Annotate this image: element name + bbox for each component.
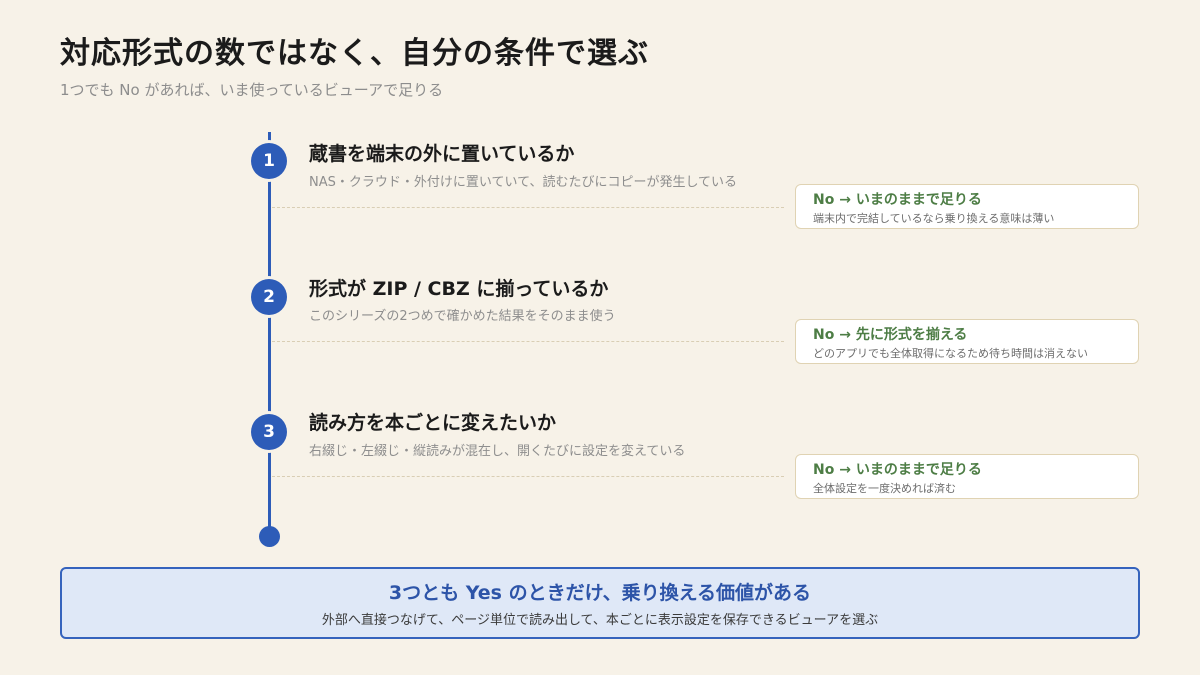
step-title: 蔵書を端末の外に置いているか bbox=[309, 143, 575, 165]
answer-card: No → 先に形式を揃える どのアプリでも全体取得になるため待ち時間は消えない bbox=[795, 319, 1139, 364]
conclusion-box: 3つとも Yes のときだけ、乗り換える価値がある 外部へ直接つなげて、ページ単… bbox=[60, 567, 1140, 639]
step-3: 3 読み方を本ごとに変えたいか 右綴じ・左綴じ・縦読みが混在し、開くたびに設定を… bbox=[0, 0, 1200, 499]
step-number-badge: 2 bbox=[251, 279, 287, 315]
conclusion-note: 外部へ直接つなげて、ページ単位で読み出して、本ごとに表示設定を保存できるビューア… bbox=[321, 613, 879, 628]
step-description: NAS・クラウド・外付けに置いていて、読むたびにコピーが発生している bbox=[309, 175, 738, 190]
step-number-badge: 1 bbox=[251, 143, 287, 179]
timeline-end-dot bbox=[259, 526, 280, 547]
page-title: 対応形式の数ではなく、自分の条件で選ぶ bbox=[60, 36, 649, 71]
step-divider bbox=[272, 207, 784, 208]
answer-card: No → いまのままで足りる 全体設定を一度決めれば済む bbox=[795, 454, 1139, 499]
page-subtitle: 1つでも No があれば、いま使っているビューアで足りる bbox=[60, 81, 444, 99]
timeline-line bbox=[268, 132, 271, 538]
step-description: このシリーズの2つめで確かめた結果をそのまま使う bbox=[309, 309, 616, 324]
step-divider bbox=[272, 341, 784, 342]
conclusion-title: 3つとも Yes のときだけ、乗り換える価値がある bbox=[388, 582, 812, 604]
answer-card: No → いまのままで足りる 端末内で完結しているなら乗り換える意味は薄い bbox=[795, 184, 1139, 229]
step-number-badge: 3 bbox=[251, 414, 287, 450]
step-description: 右綴じ・左綴じ・縦読みが混在し、開くたびに設定を変えている bbox=[309, 444, 686, 459]
answer-note: 全体設定を一度決めれば済む bbox=[813, 482, 956, 495]
answer-title: No → 先に形式を揃える bbox=[813, 327, 968, 343]
step-divider bbox=[272, 476, 784, 477]
step-title: 読み方を本ごとに変えたいか bbox=[309, 412, 557, 434]
answer-title: No → いまのままで足りる bbox=[813, 462, 982, 478]
step-title: 形式が ZIP / CBZ に揃っているか bbox=[309, 278, 609, 300]
answer-note: 端末内で完結しているなら乗り換える意味は薄い bbox=[813, 212, 1055, 225]
step-1: 1 蔵書を端末の外に置いているか NAS・クラウド・外付けに置いていて、読むたび… bbox=[0, 0, 1200, 229]
answer-title: No → いまのままで足りる bbox=[813, 192, 982, 208]
step-2: 2 形式が ZIP / CBZ に揃っているか このシリーズの2つめで確かめた結… bbox=[0, 0, 1200, 364]
answer-note: どのアプリでも全体取得になるため待ち時間は消えない bbox=[813, 347, 1088, 360]
